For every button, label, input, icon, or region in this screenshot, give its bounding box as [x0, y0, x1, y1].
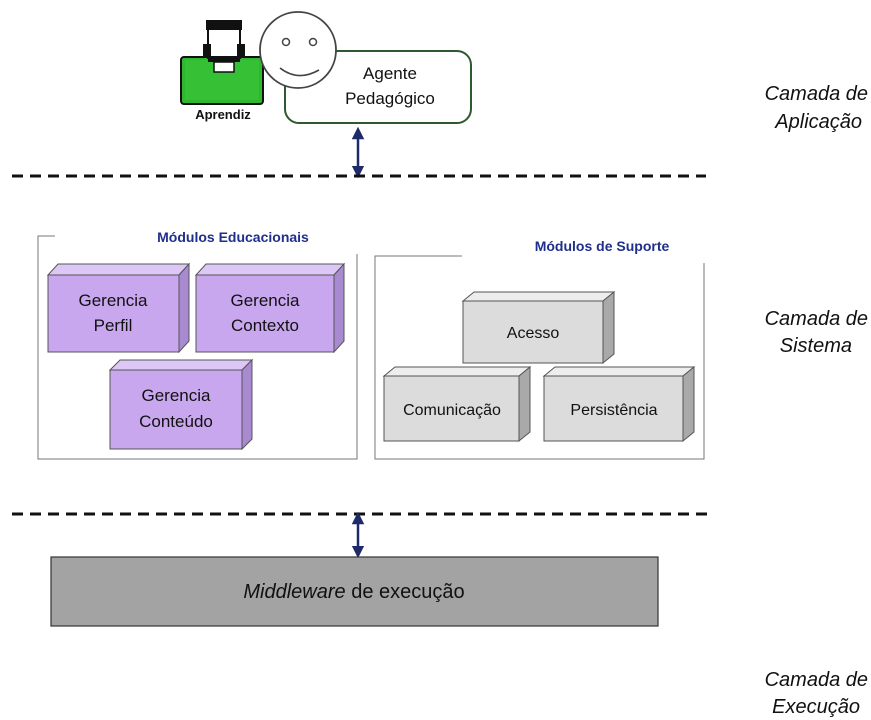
module-persistence-label: Persistência: [570, 402, 657, 419]
middleware-label-rest: de execução: [346, 581, 465, 603]
layer-execution-line1: Camada de: [765, 669, 868, 691]
learner-icon: [180, 20, 264, 105]
middleware-label-italic: Middleware: [243, 581, 345, 603]
educational-modules-frame: [37, 235, 358, 460]
middleware-box: [50, 556, 659, 627]
module-context-line2: Contexto: [231, 316, 299, 335]
module-profile-line2: Perfil: [94, 316, 133, 335]
learner-label: Aprendiz: [195, 107, 251, 122]
module-content: [108, 358, 254, 451]
support-modules-frame: [374, 255, 705, 460]
middleware-label: Middleware de execução: [243, 581, 464, 603]
module-content-line2: Conteúdo: [139, 412, 213, 431]
module-profile-line1: Gerencia: [79, 291, 149, 310]
agent-label-line2: Pedagógico: [345, 89, 435, 108]
agent-label-line1: Agente: [363, 64, 417, 83]
support-modules-title: Módulos de Suporte: [535, 238, 670, 254]
layer-application-line1: Camada de: [765, 83, 868, 105]
module-persistence: [542, 365, 696, 443]
module-content-line1: Gerencia: [142, 386, 212, 405]
module-context: [194, 262, 346, 354]
module-context-line1: Gerencia: [231, 291, 301, 310]
module-profile: [46, 262, 191, 354]
module-communication: [382, 365, 532, 443]
layer-application-line2: Aplicação: [774, 111, 862, 133]
module-communication-label: Comunicação: [403, 402, 501, 419]
layer-system-line2: Sistema: [780, 335, 852, 357]
module-access: [461, 290, 616, 365]
smiley-face-icon: [259, 11, 337, 89]
layer-execution-line2: Execução: [772, 696, 860, 718]
module-access-label: Acesso: [507, 325, 560, 342]
layer-system-line1: Camada de: [765, 308, 868, 330]
educational-modules-title: Módulos Educacionais: [157, 229, 309, 245]
